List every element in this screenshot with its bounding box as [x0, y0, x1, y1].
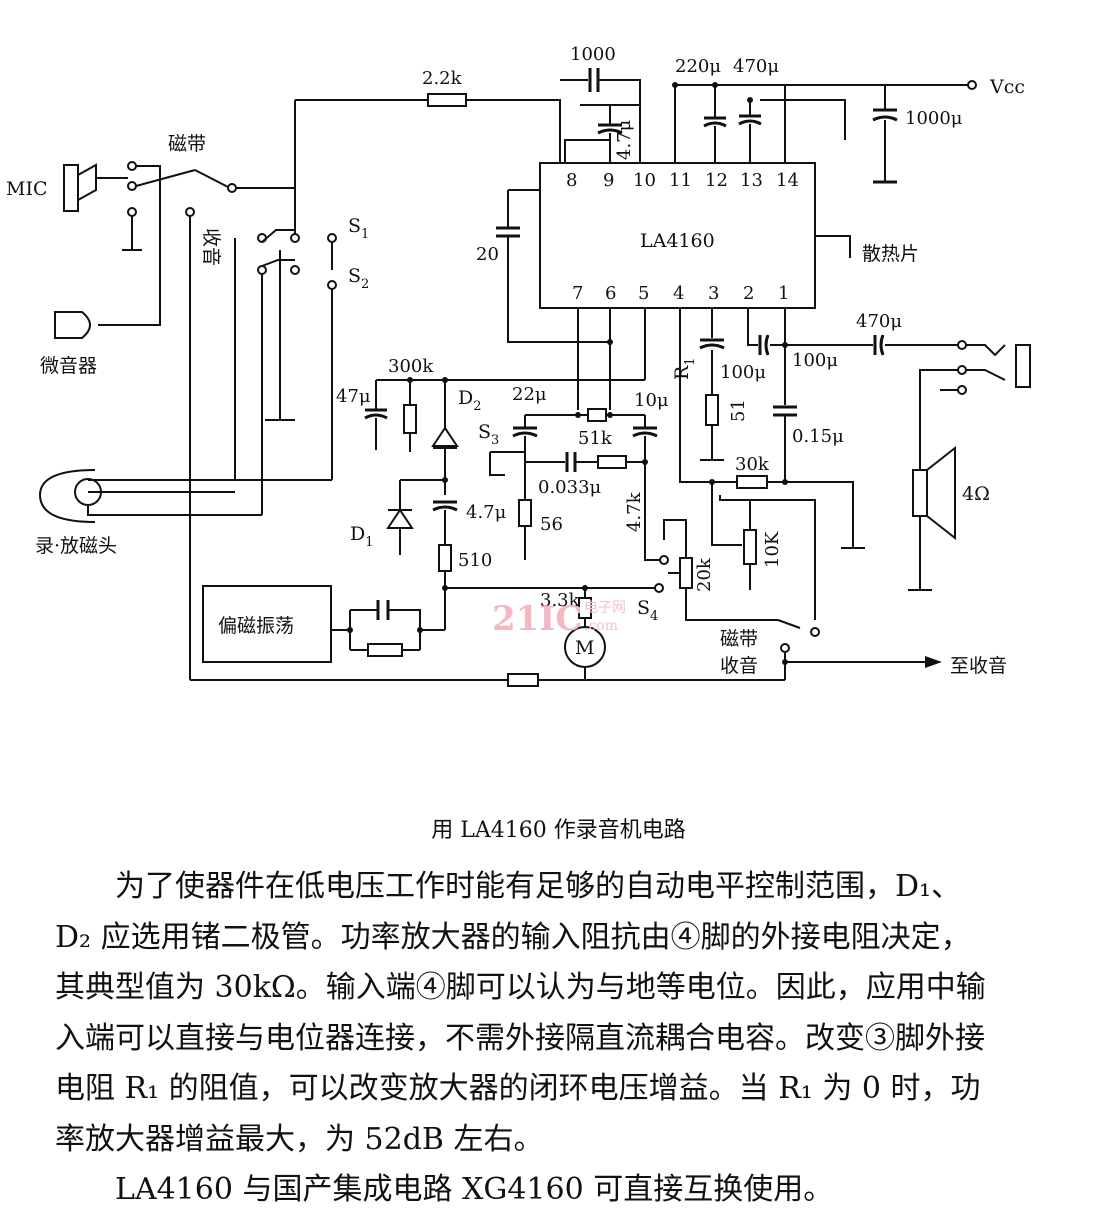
ic-name: LA4160: [640, 230, 715, 252]
to-radio-label: 至收音: [950, 655, 1007, 677]
pin-13: 13: [740, 170, 763, 191]
c-0033u-label: 0.033μ: [538, 477, 602, 498]
pin-10: 10: [633, 170, 656, 191]
c-220u-label: 220μ: [675, 56, 721, 77]
switch-tape-label: 磁带: [168, 133, 206, 155]
body-text: 为了使器件在低电压工作时能有足够的自动电平控制范围，D₁、D₂ 应选用锗二极管。…: [55, 862, 995, 1216]
alc-section: 300k 47μ D2 D1 4.7μ 510: [202, 356, 664, 680]
r-3k3-label: 3.3k: [540, 590, 581, 611]
s2-label: S2: [348, 265, 369, 292]
motor-label: M: [575, 637, 594, 659]
watermark-sub: 电子网: [584, 600, 626, 616]
pin-1: 1: [778, 283, 789, 304]
pin-11: 11: [669, 170, 692, 191]
r-osc: [367, 643, 403, 657]
c-10u-label: 10μ: [634, 390, 669, 411]
headphone-jack: [1015, 344, 1031, 388]
r-2k2-label: 2.2k: [422, 68, 463, 89]
pin-12: 12: [705, 170, 728, 191]
r-30k: [736, 475, 768, 489]
ic-la4160: LA4160 8 9 10 11 12 13 14 7 6 5 4 3 2 1 …: [539, 162, 919, 309]
r-51: [705, 394, 719, 426]
circuit-diagram: LA4160 8 9 10 11 12 13 14 7 6 5 4 3 2 1 …: [6, 44, 1031, 687]
input-section: MIC 微音器 磁带 收音 S1 S2: [6, 133, 785, 687]
c-470u-out-label: 470μ: [856, 311, 902, 332]
s4-label: S4: [637, 597, 658, 624]
r-510-label: 510: [458, 550, 492, 571]
c-22u-label: 22μ: [512, 384, 547, 405]
watermark: 21IC 电子网 .com: [492, 599, 626, 639]
s1-label: S1: [348, 215, 369, 242]
r-300k-label: 300k: [388, 356, 434, 377]
c-20-label: 20: [476, 244, 499, 265]
pot-10k-label: 10K: [762, 531, 783, 568]
c-47u-label: 47μ: [336, 386, 371, 407]
r-51-label: 51: [728, 399, 749, 422]
pot-10k: [743, 529, 757, 565]
pin-9: 9: [603, 170, 614, 191]
pin-2: 2: [743, 283, 754, 304]
pot-20k-label: 20k: [694, 557, 715, 592]
r-30k-label: 30k: [735, 454, 770, 475]
oscillator-label: 偏磁振荡: [218, 615, 294, 637]
d2-label: D2: [458, 387, 482, 414]
c-100u-b-label: 100μ: [792, 350, 838, 371]
watermark-main: 21IC: [492, 599, 582, 639]
speaker-symbol: [912, 469, 928, 517]
pin-7: 7: [572, 283, 583, 304]
speaker-label: 4Ω: [962, 483, 990, 505]
r-bottom: [507, 673, 539, 687]
paragraph-2: LA4160 与国产集成电路 XG4160 可直接互换使用。: [115, 1172, 834, 1207]
r-510: [438, 544, 452, 572]
r-4k7: [597, 455, 627, 469]
c-015u-label: 0.15μ: [792, 426, 844, 447]
head-label: 录·放磁头: [35, 535, 117, 557]
vcc-terminal: [967, 80, 977, 90]
c-470u-top-label: 470μ: [733, 56, 779, 77]
c-100u-a-label: 100μ: [720, 362, 766, 383]
d1-label: D1: [350, 523, 374, 550]
output-section: R1 100μ 51 30k 10K 磁带 收音 至收音: [671, 308, 1031, 680]
r-56-label: 56: [540, 514, 563, 535]
r-56: [518, 499, 532, 527]
c-4u7-mid-label: 4.7μ: [466, 502, 507, 523]
selector-radio-label: 收音: [720, 655, 758, 677]
s3-label: S3: [478, 421, 499, 448]
figure-caption: 用 LA4160 作录音机电路: [431, 818, 686, 843]
c-4u7-top-label: 4.7μ: [614, 119, 635, 160]
r-51k: [587, 408, 607, 422]
mic-jack: [63, 164, 79, 212]
r-2k2: [427, 93, 467, 107]
pin-6: 6: [605, 283, 616, 304]
pin-4: 4: [673, 283, 684, 304]
pin-5: 5: [638, 283, 649, 304]
selector-tape-label: 磁带: [720, 628, 758, 650]
pin-3: 3: [708, 283, 719, 304]
microphone-label: 微音器: [40, 355, 97, 377]
r-300k: [403, 404, 417, 434]
paragraph-1: 为了使器件在低电压工作时能有足够的自动电平控制范围，D₁、D₂ 应选用锗二极管。…: [55, 869, 986, 1157]
microphone-symbol: [54, 311, 91, 339]
pin-8: 8: [566, 170, 577, 191]
c-1000-label: 1000: [570, 44, 616, 65]
mic-label: MIC: [6, 178, 48, 200]
heatsink-label: 散热片: [862, 243, 919, 265]
switch-radio-label: 收音: [200, 228, 222, 266]
r1-label: R1: [671, 357, 698, 380]
pot-20k: [679, 557, 693, 589]
watermark-dom: .com: [584, 618, 618, 634]
r-4k7-label: 4.7k: [624, 491, 645, 532]
power-rail: Vcc 1000μ 220μ 470μ 1000: [294, 44, 1025, 343]
bias-oscillator: [202, 585, 332, 663]
c-1000u-label: 1000μ: [905, 108, 963, 129]
head-symbol: [38, 469, 96, 523]
pin-14: 14: [776, 170, 799, 191]
r-51k-label: 51k: [578, 428, 613, 449]
vcc-label: Vcc: [989, 76, 1025, 98]
preamp-section: 22μ 51k S3 10μ 0.033μ 4.7k 56: [478, 308, 778, 621]
